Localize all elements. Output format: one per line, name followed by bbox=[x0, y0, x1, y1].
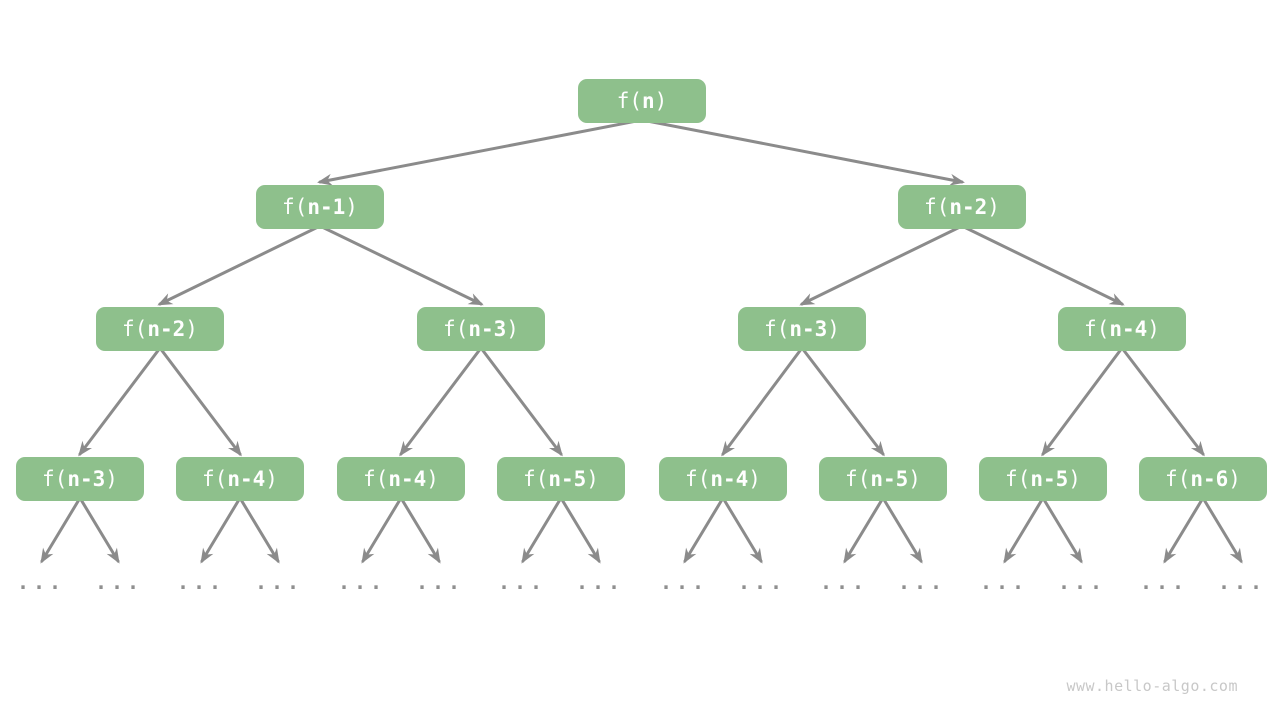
ellipsis: ... bbox=[176, 570, 226, 594]
node-label-prefix: f( bbox=[42, 466, 68, 491]
node-label-suffix: ) bbox=[748, 466, 761, 491]
ellipsis: ... bbox=[16, 570, 66, 594]
tree-node-l4-7: f(n-6) bbox=[1139, 457, 1267, 501]
tree-node-l3-3: f(n-4) bbox=[1058, 307, 1186, 351]
node-label-arg: n-5 bbox=[548, 466, 587, 491]
ellipsis: ... bbox=[897, 570, 947, 594]
ellipsis: ... bbox=[659, 570, 709, 594]
ellipsis: ... bbox=[1057, 570, 1107, 594]
node-label-suffix: ) bbox=[506, 316, 519, 341]
ellipsis: ... bbox=[1139, 570, 1189, 594]
tree-node-l3-0: f(n-2) bbox=[96, 307, 224, 351]
node-label-arg: n-3 bbox=[468, 316, 507, 341]
node-label-suffix: ) bbox=[105, 466, 118, 491]
node-label-arg: n-4 bbox=[710, 466, 749, 491]
node-label-arg: n-3 bbox=[67, 466, 106, 491]
node-label-arg: n-2 bbox=[949, 194, 988, 219]
node-label-suffix: ) bbox=[345, 194, 358, 219]
node-label-prefix: f( bbox=[764, 316, 790, 341]
node-label-suffix: ) bbox=[586, 466, 599, 491]
watermark: www.hello-algo.com bbox=[1066, 677, 1238, 695]
ellipsis: ... bbox=[415, 570, 465, 594]
ellipsis: ... bbox=[254, 570, 304, 594]
node-label-prefix: f( bbox=[1005, 466, 1031, 491]
node-label-arg: n-4 bbox=[227, 466, 266, 491]
tree-node-l4-2: f(n-4) bbox=[337, 457, 465, 501]
tree-node-l4-3: f(n-5) bbox=[497, 457, 625, 501]
node-label-arg: n-5 bbox=[1030, 466, 1069, 491]
tree-node-l4-0: f(n-3) bbox=[16, 457, 144, 501]
node-label-suffix: ) bbox=[185, 316, 198, 341]
node-label-arg: n-5 bbox=[870, 466, 909, 491]
tree-node-l4-4: f(n-4) bbox=[659, 457, 787, 501]
node-label-arg: n-6 bbox=[1190, 466, 1229, 491]
node-label-prefix: f( bbox=[202, 466, 228, 491]
node-label-prefix: f( bbox=[1084, 316, 1110, 341]
node-label-suffix: ) bbox=[1068, 466, 1081, 491]
node-label-prefix: f( bbox=[616, 88, 642, 113]
node-label-suffix: ) bbox=[426, 466, 439, 491]
node-label-prefix: f( bbox=[924, 194, 950, 219]
node-label-suffix: ) bbox=[827, 316, 840, 341]
node-label-suffix: ) bbox=[987, 194, 1000, 219]
node-label-arg: n-1 bbox=[307, 194, 346, 219]
node-label-suffix: ) bbox=[265, 466, 278, 491]
node-label-prefix: f( bbox=[845, 466, 871, 491]
tree-node-l4-5: f(n-5) bbox=[819, 457, 947, 501]
tree-node-l3-2: f(n-3) bbox=[738, 307, 866, 351]
tree-node-root: f(n) bbox=[578, 79, 706, 123]
tree-node-l2-0: f(n-1) bbox=[256, 185, 384, 229]
node-label-arg: n-4 bbox=[1109, 316, 1148, 341]
tree-node-l4-6: f(n-5) bbox=[979, 457, 1107, 501]
ellipsis: ... bbox=[979, 570, 1029, 594]
node-label-arg: n bbox=[641, 88, 655, 113]
node-label-suffix: ) bbox=[908, 466, 921, 491]
node-label-prefix: f( bbox=[685, 466, 711, 491]
tree-node-l4-1: f(n-4) bbox=[176, 457, 304, 501]
node-label-suffix: ) bbox=[654, 88, 668, 113]
tree-node-l3-1: f(n-3) bbox=[417, 307, 545, 351]
ellipsis: ... bbox=[737, 570, 787, 594]
node-label-prefix: f( bbox=[523, 466, 549, 491]
ellipsis: ... bbox=[575, 570, 625, 594]
ellipsis: ... bbox=[337, 570, 387, 594]
node-label-prefix: f( bbox=[122, 316, 148, 341]
node-label-suffix: ) bbox=[1147, 316, 1160, 341]
tree-node-l2-1: f(n-2) bbox=[898, 185, 1026, 229]
ellipsis: ... bbox=[94, 570, 144, 594]
node-label-prefix: f( bbox=[282, 194, 308, 219]
node-label-prefix: f( bbox=[363, 466, 389, 491]
tree-edges bbox=[40, 118, 1243, 564]
node-label-suffix: ) bbox=[1228, 466, 1241, 491]
node-label-prefix: f( bbox=[443, 316, 469, 341]
node-label-prefix: f( bbox=[1165, 466, 1191, 491]
ellipsis: ... bbox=[819, 570, 869, 594]
node-label-arg: n-4 bbox=[388, 466, 427, 491]
node-label-arg: n-3 bbox=[789, 316, 828, 341]
node-label-arg: n-2 bbox=[147, 316, 186, 341]
ellipsis: ... bbox=[497, 570, 547, 594]
ellipsis: ... bbox=[1217, 570, 1267, 594]
